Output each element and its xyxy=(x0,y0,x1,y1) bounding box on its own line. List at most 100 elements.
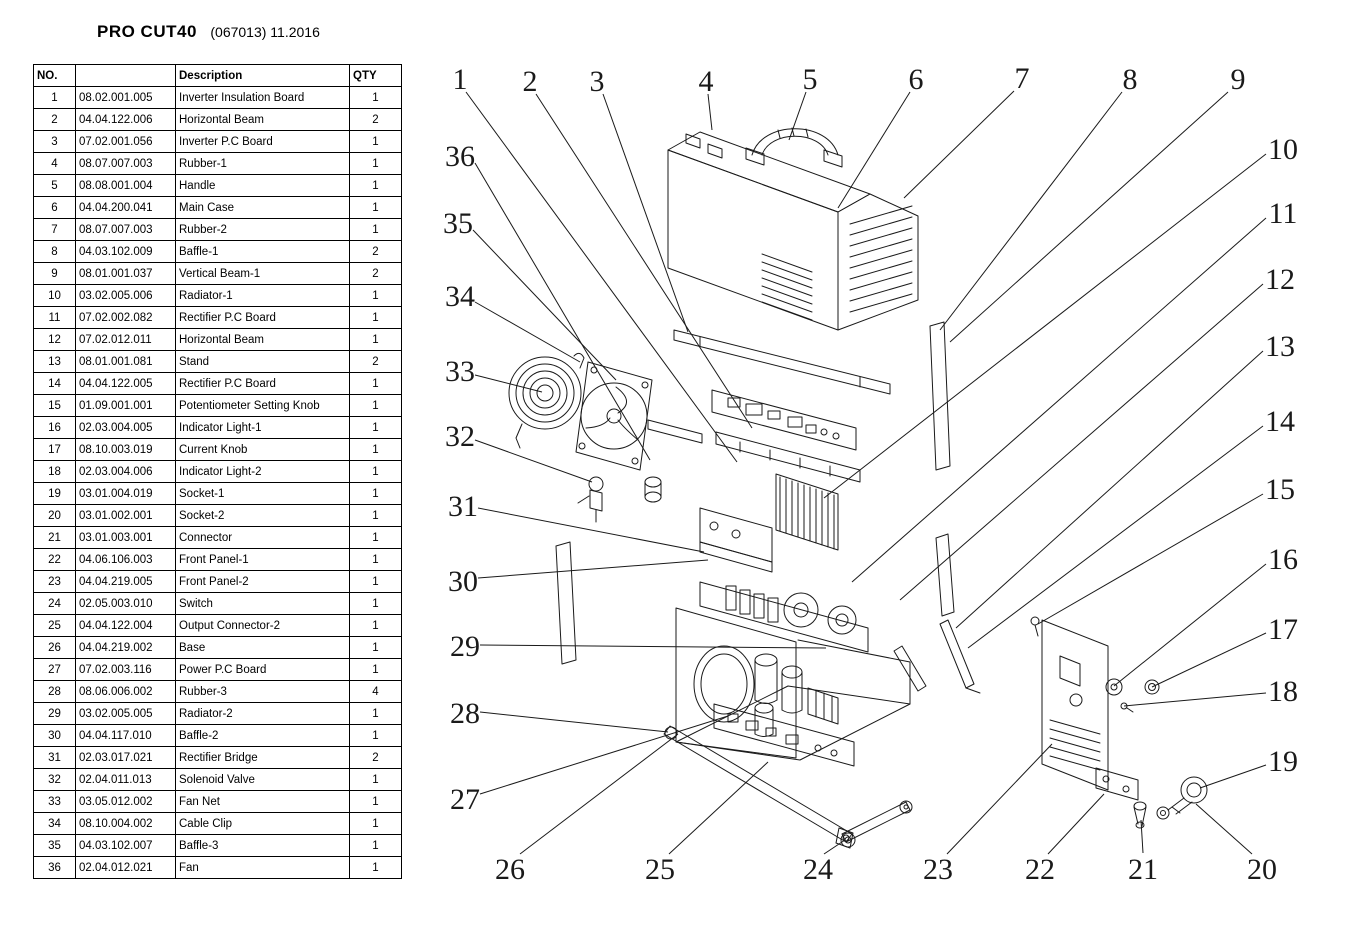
table-cell: 03.02.005.005 xyxy=(75,702,176,725)
callout-number-1: 1 xyxy=(453,63,468,96)
callout-number-19: 19 xyxy=(1268,745,1298,778)
table-cell: 6 xyxy=(33,196,76,219)
leader-line-25 xyxy=(668,761,769,855)
callout-number-7: 7 xyxy=(1015,62,1030,95)
table-cell: 2 xyxy=(349,350,402,373)
table-cell: 20 xyxy=(33,504,76,527)
table-cell: 04.06.106.003 xyxy=(75,548,176,571)
leader-line-1 xyxy=(465,91,738,463)
leader-line-7 xyxy=(903,90,1015,199)
callout-number-33: 33 xyxy=(445,355,475,388)
table-cell: 1 xyxy=(349,306,402,329)
table-cell: 08.02.001.005 xyxy=(75,86,176,109)
radiator-drawing xyxy=(775,473,839,551)
table-cell: 1 xyxy=(349,768,402,791)
table-cell: 32 xyxy=(33,768,76,791)
table-cell: 03.05.012.002 xyxy=(75,790,176,813)
solenoid-valve-drawing xyxy=(577,476,604,523)
callout-number-16: 16 xyxy=(1268,543,1298,576)
table-cell: 31 xyxy=(33,746,76,769)
table-cell: 2 xyxy=(349,240,402,263)
table-cell: 02.03.004.005 xyxy=(75,416,176,439)
table-cell: 24 xyxy=(33,592,76,615)
table-cell: 08.01.001.037 xyxy=(75,262,176,285)
leader-line-23 xyxy=(946,743,1053,855)
table-cell: Stand xyxy=(175,350,350,373)
table-cell: 1 xyxy=(349,504,402,527)
table-cell: Horizontal Beam xyxy=(175,328,350,351)
inverter-board-drawing xyxy=(711,389,861,483)
table-cell: 11 xyxy=(33,306,76,329)
table-cell: 07.02.002.082 xyxy=(75,306,176,329)
leader-line-34 xyxy=(474,301,581,363)
table-cell: 08.06.006.002 xyxy=(75,680,176,703)
leader-line-28 xyxy=(479,711,669,733)
col-header-qty: QTY xyxy=(349,64,402,87)
leader-line-8 xyxy=(939,91,1123,331)
callout-number-14: 14 xyxy=(1265,405,1295,438)
table-cell: Rubber-1 xyxy=(175,152,350,175)
table-cell: 1 xyxy=(349,438,402,461)
callout-number-22: 22 xyxy=(1025,853,1055,886)
callout-number-2: 2 xyxy=(523,65,538,98)
horizontal-beam-drawing xyxy=(673,329,891,395)
table-cell: 03.02.005.006 xyxy=(75,284,176,307)
table-cell: 2 xyxy=(33,108,76,131)
callout-number-17: 17 xyxy=(1268,613,1298,646)
leader-line-33 xyxy=(474,374,543,393)
table-cell: Vertical Beam-1 xyxy=(175,262,350,285)
table-cell: 07.02.012.011 xyxy=(75,328,176,351)
table-cell: Rectifier Bridge xyxy=(175,746,350,769)
table-cell: 04.04.219.005 xyxy=(75,570,176,593)
table-cell: Baffle-2 xyxy=(175,724,350,747)
table-cell: 13 xyxy=(33,350,76,373)
callout-number-23: 23 xyxy=(923,853,953,886)
table-cell: Main Case xyxy=(175,196,350,219)
callout-number-32: 32 xyxy=(445,420,475,453)
table-cell: Solenoid Valve xyxy=(175,768,350,791)
leader-line-17 xyxy=(1151,632,1267,688)
table-cell: 1 xyxy=(349,548,402,571)
table-cell: 10 xyxy=(33,284,76,307)
handle-drawing xyxy=(745,127,843,168)
leader-line-22 xyxy=(1047,793,1105,855)
fan-net-drawing xyxy=(508,356,582,449)
leader-line-14 xyxy=(967,425,1264,649)
table-cell: 04.04.122.006 xyxy=(75,108,176,131)
title-block: PRO CUT40 (067013) 11.2016 xyxy=(97,22,320,42)
table-cell: 33 xyxy=(33,790,76,813)
table-cell: 23 xyxy=(33,570,76,593)
callout-number-12: 12 xyxy=(1265,263,1295,296)
table-cell: 30 xyxy=(33,724,76,747)
callout-number-5: 5 xyxy=(803,63,818,96)
leader-line-10 xyxy=(823,153,1267,499)
leader-line-19 xyxy=(1199,764,1267,789)
table-cell: 1 xyxy=(349,174,402,197)
table-cell: 8 xyxy=(33,240,76,263)
table-cell: 07.02.003.116 xyxy=(75,658,176,681)
table-cell: 1 xyxy=(349,394,402,417)
callout-number-18: 18 xyxy=(1268,675,1298,708)
diagram-art xyxy=(508,127,1208,849)
table-cell: Socket-1 xyxy=(175,482,350,505)
table-cell: Output Connector-2 xyxy=(175,614,350,637)
table-cell: 1 xyxy=(349,702,402,725)
